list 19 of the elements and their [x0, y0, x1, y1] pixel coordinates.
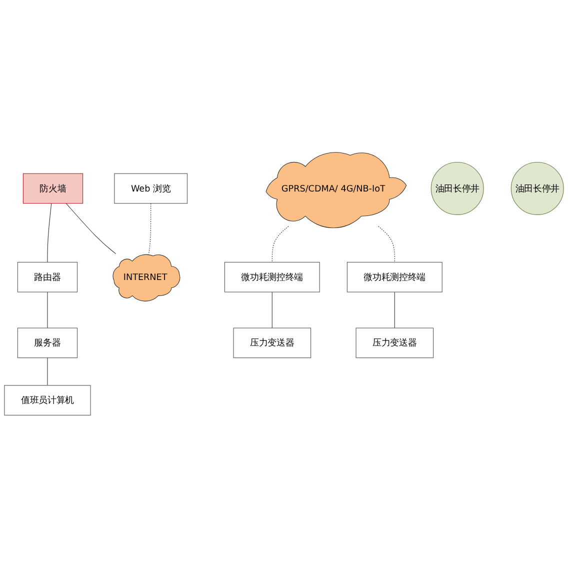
node-box: 防火墙	[22, 174, 84, 204]
node-box: 路由器	[17, 262, 78, 292]
node-box: 压力变送器	[356, 328, 434, 358]
node-box: 微功耗测控终端	[346, 262, 442, 292]
node-box: 压力变送器	[233, 328, 312, 358]
connector	[272, 226, 289, 263]
node-box: 服务器	[17, 328, 78, 358]
node-circle: 油田长停井	[510, 162, 564, 216]
node-box: Web 浏览	[114, 174, 188, 204]
node-box: 值班员计算机	[4, 385, 91, 416]
connector	[47, 292, 48, 328]
node-box: 微功耗测控终端	[224, 262, 320, 292]
node-circle: 油田长停井	[430, 162, 484, 216]
connector	[66, 203, 116, 254]
connector	[47, 358, 48, 386]
connector	[394, 292, 395, 328]
connector	[148, 203, 152, 254]
connector	[47, 203, 52, 263]
connector	[378, 226, 395, 263]
